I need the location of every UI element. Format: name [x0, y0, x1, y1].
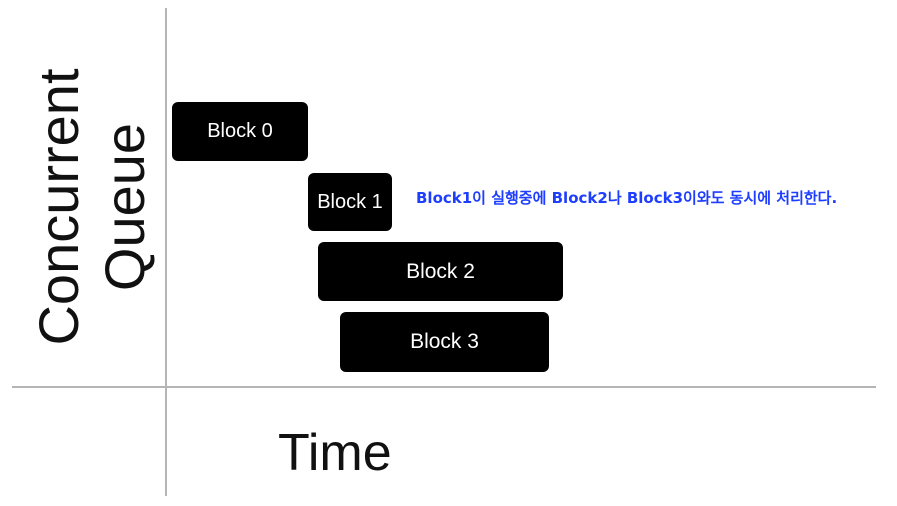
y-axis-label-line1: Concurrent: [27, 68, 90, 346]
block-0: Block 0: [172, 102, 308, 161]
block-2: Block 2: [318, 242, 563, 301]
block-3: Block 3: [340, 312, 549, 372]
annotation-text: Block1이 실행중에 Block2나 Block3이와도 동시에 처리한다.: [416, 189, 838, 207]
x-axis-label: Time: [278, 424, 392, 482]
y-axis-label: Concurrent Queue: [26, 68, 158, 345]
horizontal-axis: [12, 386, 876, 388]
block-1: Block 1: [308, 173, 392, 231]
y-axis-label-line2: Queue: [93, 122, 156, 292]
vertical-axis: [165, 8, 167, 496]
